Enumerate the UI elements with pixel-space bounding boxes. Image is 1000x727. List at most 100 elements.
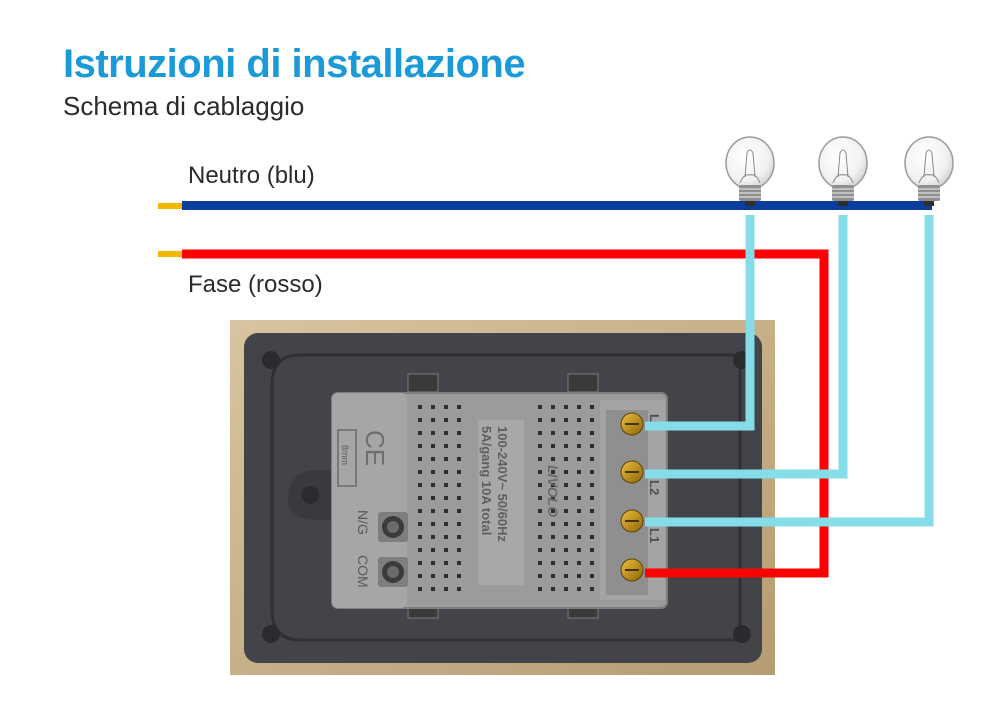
vent-hole [444, 561, 448, 565]
vent-hole [564, 587, 568, 591]
terminal-label-l2: L2 [647, 480, 662, 495]
vent-hole [538, 483, 542, 487]
vent-hole [551, 561, 555, 565]
vent-hole [551, 587, 555, 591]
phase-wire-label: Fase (rosso) [188, 271, 323, 298]
vent-hole [431, 548, 435, 552]
vent-hole [551, 470, 555, 474]
vent-hole [590, 561, 594, 565]
com-terminal [378, 557, 408, 587]
vent-hole [444, 535, 448, 539]
panel-ridge [270, 353, 742, 642]
vent-hole [577, 509, 581, 513]
vent-hole [538, 431, 542, 435]
vent-hole [431, 418, 435, 422]
vent-hole [431, 561, 435, 565]
vent-hole [564, 574, 568, 578]
vent-hole [457, 509, 461, 513]
vent-hole [577, 522, 581, 526]
vent-hole [418, 561, 422, 565]
vent-hole [577, 470, 581, 474]
vent-hole [551, 431, 555, 435]
vent-hole [564, 470, 568, 474]
vent-hole [418, 496, 422, 500]
vent-hole [418, 457, 422, 461]
vent-hole [444, 457, 448, 461]
vent-hole [551, 535, 555, 539]
module-vents [418, 405, 594, 591]
ce-mark: CE [360, 430, 390, 466]
vent-hole [590, 470, 594, 474]
vent-hole [577, 418, 581, 422]
vent-hole [418, 431, 422, 435]
vent-hole [431, 509, 435, 513]
vent-hole [538, 522, 542, 526]
vent-hole [577, 535, 581, 539]
vent-hole [551, 405, 555, 409]
vent-hole [457, 457, 461, 461]
vent-hole [431, 405, 435, 409]
vent-hole [431, 587, 435, 591]
vent-hole [457, 561, 461, 565]
vent-hole [538, 509, 542, 513]
light-bulb-icon [904, 136, 954, 207]
vent-hole [457, 405, 461, 409]
vent-hole [418, 548, 422, 552]
vent-hole [564, 535, 568, 539]
vent-hole [564, 405, 568, 409]
vent-hole [590, 548, 594, 552]
vent-hole [457, 522, 461, 526]
page-title: Istruzioni di installazione [63, 42, 526, 86]
vent-hole [577, 548, 581, 552]
vent-hole [564, 457, 568, 461]
ng-terminal-label: N/G [355, 510, 371, 535]
vent-hole [418, 405, 422, 409]
strip-length-gauge [337, 429, 357, 487]
vent-hole [564, 548, 568, 552]
neutral-wire-label: Neutro (blu) [188, 162, 315, 189]
vent-hole [551, 574, 555, 578]
vent-hole [457, 574, 461, 578]
vent-hole [577, 444, 581, 448]
vent-hole [538, 548, 542, 552]
vent-hole [444, 418, 448, 422]
vent-hole [418, 444, 422, 448]
vent-hole [431, 574, 435, 578]
vent-hole [590, 444, 594, 448]
output-terminals [606, 410, 648, 595]
vent-hole [577, 483, 581, 487]
vent-hole [444, 444, 448, 448]
load-wire-l2 [645, 215, 848, 479]
vent-hole [457, 496, 461, 500]
vent-hole [590, 535, 594, 539]
brand-logo: LIVOLO [545, 465, 561, 517]
vent-hole [590, 431, 594, 435]
vent-hole [551, 509, 555, 513]
vent-hole [457, 444, 461, 448]
vent-hole [444, 509, 448, 513]
vent-hole [538, 444, 542, 448]
vent-hole [564, 522, 568, 526]
strip-length-label: 8mm [340, 445, 350, 465]
vent-hole [564, 418, 568, 422]
vent-hole [431, 522, 435, 526]
vent-hole [444, 483, 448, 487]
vent-hole [590, 496, 594, 500]
vent-hole [431, 457, 435, 461]
vent-hole [418, 522, 422, 526]
vent-hole [590, 457, 594, 461]
vent-hole [431, 535, 435, 539]
load-wire-l1 [645, 215, 934, 527]
vent-hole [538, 561, 542, 565]
vent-hole [538, 574, 542, 578]
vent-hole [590, 574, 594, 578]
phase-wire [182, 249, 829, 578]
vent-hole [418, 535, 422, 539]
vent-hole [431, 470, 435, 474]
vent-hole [418, 574, 422, 578]
vent-hole [457, 535, 461, 539]
vent-hole [418, 509, 422, 513]
vent-hole [577, 405, 581, 409]
load-wires [645, 215, 934, 527]
vent-hole [564, 444, 568, 448]
